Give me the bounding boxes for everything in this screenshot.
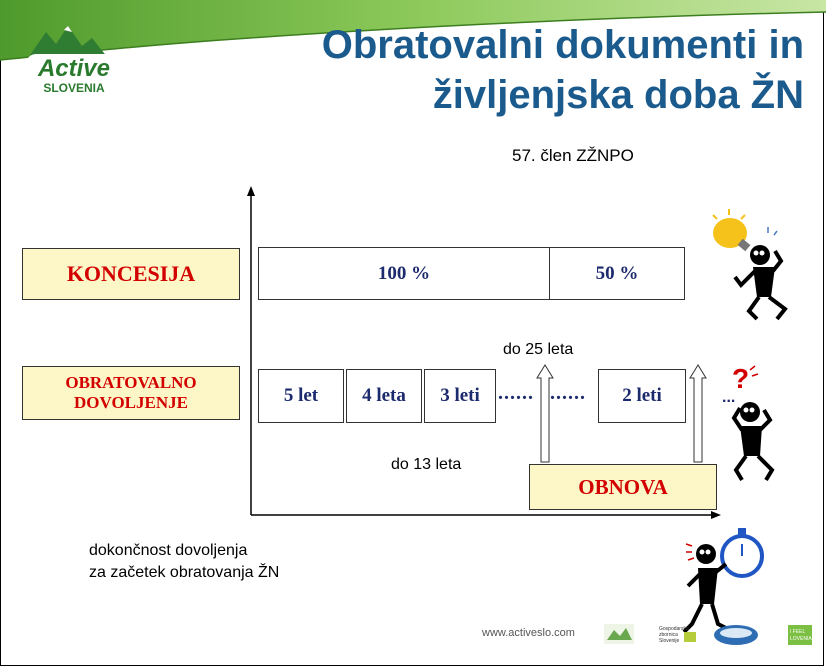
stopwatch-icon bbox=[720, 528, 764, 578]
dovoljenje-label-line-1: OBRATOVALNO bbox=[65, 373, 197, 392]
ellipsis-dots-1: ...... bbox=[498, 382, 534, 404]
koncesija-segment-50: 50 % bbox=[549, 247, 685, 300]
footer-url: www.activeslo.com bbox=[482, 627, 575, 639]
dovoljenje-segment-5-let: 5 let bbox=[258, 369, 344, 423]
dovoljenje-segment-4-leta: 4 leta bbox=[346, 369, 422, 423]
stick-figure-question: ? ... bbox=[722, 363, 775, 482]
small-dots-icon: ... bbox=[722, 389, 735, 406]
dovoljenje-segment-3-leti: 3 leti bbox=[424, 369, 496, 423]
gzs-text-1: Gospodarska bbox=[659, 626, 689, 632]
dovoljenje-label-line-2: DOVOLJENJE bbox=[74, 393, 188, 412]
obnova-box: OBNOVA bbox=[529, 464, 717, 510]
gzs-text-2: zbornica bbox=[659, 632, 678, 638]
note-dokoncnost-line-2: za začetek obratovanja ŽN bbox=[89, 564, 280, 581]
partner-logo-oval bbox=[714, 625, 758, 645]
footer-partner-logos: Gospodarska zbornica Slovenije I FEEL LO… bbox=[604, 624, 812, 645]
law-reference: 57. člen ZŽNPO bbox=[512, 146, 634, 165]
feel-text-2: LOVENIA bbox=[790, 636, 812, 642]
stick-figure-idea bbox=[712, 209, 788, 321]
title-line-1: Obratovalni dokumenti in bbox=[321, 23, 804, 67]
lightbulb-icon bbox=[712, 209, 751, 252]
dovoljenje-segment-2-leti: 2 leti bbox=[598, 369, 686, 423]
active-slovenia-logo: Active SLOVENIA bbox=[22, 18, 134, 98]
logo-text-slovenia: SLOVENIA bbox=[43, 81, 105, 95]
page-title: Obratovalni dokumenti in življenjska dob… bbox=[184, 20, 804, 120]
gzs-logo: Gospodarska zbornica Slovenije bbox=[659, 626, 696, 644]
note-dokoncnost-line-1: dokončnost dovoljenja bbox=[89, 542, 248, 559]
koncesija-segment-100: 100 % bbox=[258, 247, 550, 300]
note-do-13-leta: do 13 leta bbox=[391, 456, 462, 473]
feel-text-1: I FEEL bbox=[790, 629, 806, 635]
i-feel-slovenia-logo: I FEEL LOVENIA bbox=[788, 625, 812, 645]
note-do-25-leta: do 25 leta bbox=[503, 341, 574, 358]
title-line-2: življenjska doba ŽN bbox=[432, 73, 804, 117]
dovoljenje-label: OBRATOVALNO DOVOLJENJE bbox=[22, 366, 240, 420]
gzs-text-3: Slovenije bbox=[659, 638, 680, 644]
stick-figure-stopwatch bbox=[682, 528, 764, 634]
note-dokoncnost: dokončnost dovoljenja za začetek obratov… bbox=[89, 540, 279, 584]
partner-logo-1 bbox=[604, 624, 634, 644]
koncesija-label: KONCESIJA bbox=[22, 248, 240, 300]
question-mark-icon: ? bbox=[732, 363, 749, 394]
logo-text-active: Active bbox=[37, 55, 110, 82]
ellipsis-dots-2: ...... bbox=[550, 382, 586, 404]
